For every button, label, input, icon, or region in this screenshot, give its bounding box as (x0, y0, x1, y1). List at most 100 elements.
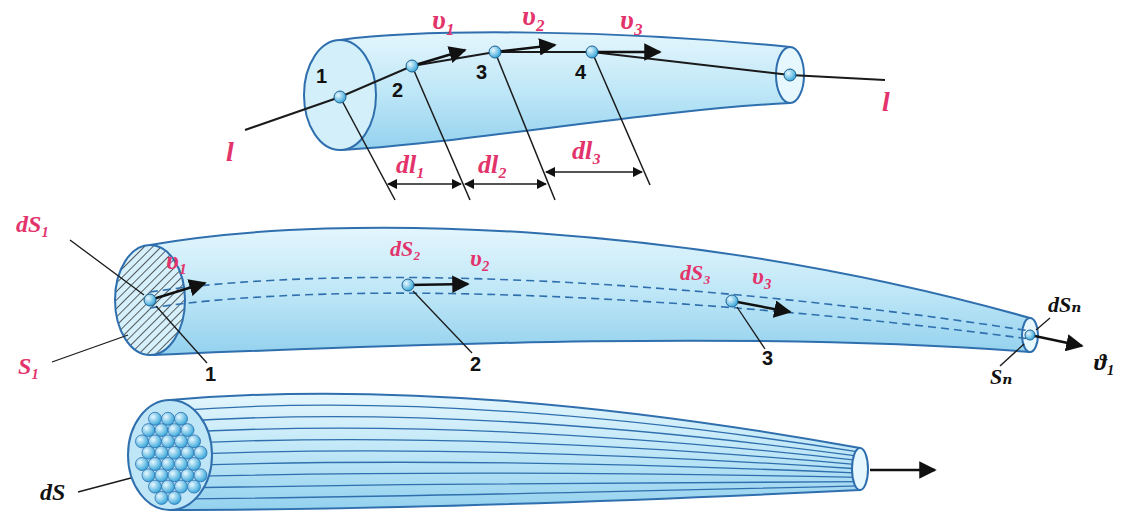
tube-section (155, 424, 168, 437)
velocity-arrow (732, 301, 790, 312)
streamline (245, 52, 885, 130)
velocity-arrow (592, 51, 660, 54)
leader-line (52, 335, 128, 362)
velocity-arrow (412, 50, 465, 66)
tube-section (168, 491, 181, 504)
quantity-label: υ₃ (620, 6, 643, 34)
quantity-label: dSₙ (1048, 294, 1081, 316)
fiber-line (170, 462, 860, 473)
particle-dot (1025, 330, 1035, 340)
dimension-arrow (388, 172, 642, 184)
fiber-line (170, 405, 860, 499)
quantity-label: dl₁ (396, 152, 425, 178)
stream-tube-bundle (128, 400, 212, 510)
quantity-label: υ₂ (522, 2, 545, 30)
quantity-label: dS₃ (680, 262, 711, 284)
tube-section (155, 491, 168, 504)
tube-section (181, 424, 194, 437)
tube-section (149, 458, 162, 471)
callout-number: 3 (476, 62, 487, 82)
callout-number: 1 (205, 364, 216, 384)
leader-line (1036, 318, 1050, 330)
tube-section (188, 480, 201, 493)
tube-section (136, 458, 149, 471)
dimension-arrow (546, 171, 642, 173)
tube-section (142, 446, 155, 459)
quantity-label: dS₁ (16, 212, 50, 236)
stream-tube-bundle (128, 394, 935, 510)
stream-tube-middle (150, 228, 1030, 355)
particle-dot (406, 60, 418, 72)
tube-section (162, 412, 175, 425)
quantity-label: S₁ (18, 354, 40, 378)
tube-section (175, 435, 188, 448)
particle-dot (402, 279, 414, 291)
particle-dot (334, 46, 796, 103)
tube-section (162, 435, 175, 448)
tube-section (175, 412, 188, 425)
callout-number: 1 (316, 66, 327, 86)
callout-number: 4 (575, 62, 586, 82)
fiber-line (170, 482, 860, 488)
stream-tube-bundle (852, 448, 868, 490)
dimension-arrow (465, 183, 546, 185)
streamline (245, 52, 885, 130)
quantity-label: υ₃ (752, 264, 772, 288)
particle-dot (334, 91, 346, 103)
leader-line (52, 240, 1050, 492)
velocity-arrow (150, 283, 1082, 346)
tube-section (194, 469, 207, 482)
callout-number: 3 (762, 348, 773, 368)
particle-dot (784, 69, 796, 81)
particle-dot (144, 279, 1035, 340)
elementary-tube (150, 293, 1030, 339)
fiber-line (170, 451, 860, 469)
tube-section (162, 458, 175, 471)
quantity-label: υ₁ (166, 248, 188, 274)
quantity-label: dS (40, 480, 65, 504)
tube-section (175, 458, 188, 471)
tube-section (168, 446, 181, 459)
particle-dot (586, 46, 598, 58)
tube-section (142, 424, 155, 437)
tube-section (168, 469, 181, 482)
elementary-tube (150, 277, 1030, 339)
velocity-arrow (412, 45, 660, 66)
quantity-label: dl₂ (478, 152, 507, 178)
quantity-label: Sₙ (990, 366, 1012, 388)
leader-line (70, 240, 144, 295)
stream-tube-top (304, 40, 376, 150)
fiber-line (170, 486, 860, 499)
quantity-label: l (882, 88, 890, 116)
dimension-arrow (388, 183, 461, 185)
tube-section (168, 424, 181, 437)
leader-line (737, 307, 765, 349)
quantity-label: dS₂ (390, 238, 421, 260)
callout-number: 2 (470, 354, 481, 374)
extension-line (412, 66, 470, 200)
stream-tube-top (340, 32, 790, 150)
quantity-label: υ₁ (432, 6, 455, 34)
particle-dot (144, 294, 156, 306)
quantity-label: υ₂ (470, 246, 490, 270)
extension-line (340, 52, 650, 200)
leader-line (413, 291, 472, 353)
quantity-label: l (226, 138, 234, 166)
particle-dot (489, 46, 501, 58)
tube-section (162, 480, 175, 493)
tube-section (188, 458, 201, 471)
tube-section (149, 412, 162, 425)
stream-tube-top (304, 32, 804, 150)
velocity-arrow (495, 45, 555, 52)
callout-number: 2 (392, 80, 403, 100)
velocity-arrow (150, 283, 205, 300)
stream-tube-middle (115, 228, 1038, 355)
leader-line (1000, 344, 1024, 366)
tube-section (155, 446, 168, 459)
extension-line (340, 97, 395, 200)
tube-section (188, 435, 201, 448)
tube-section (136, 435, 149, 448)
leader-line (156, 306, 207, 363)
stream-tube-bundle (870, 469, 935, 472)
